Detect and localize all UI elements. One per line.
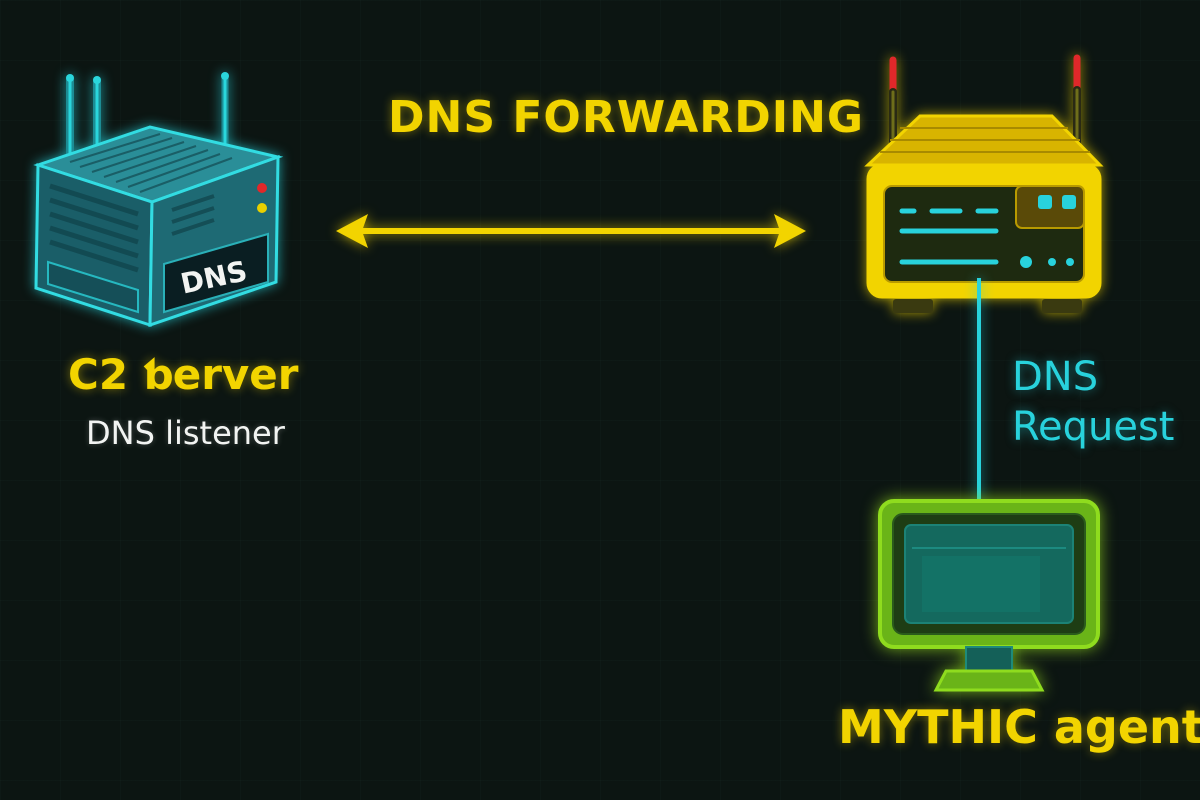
server-front-vents — [49, 183, 139, 273]
request-label: DNS Request — [1012, 352, 1174, 452]
router-led — [1020, 256, 1032, 268]
forwarding-arrow — [336, 214, 806, 248]
server-led-yellow — [257, 203, 267, 213]
request-label-line2: Request — [1012, 404, 1175, 450]
monitor-icon — [878, 499, 1100, 692]
arrowhead-left — [336, 214, 368, 248]
forwarding-label: DNS FORWARDING — [388, 92, 865, 143]
router-foot-right — [1042, 299, 1082, 313]
monitor-base — [933, 669, 1045, 692]
server-led-red — [257, 183, 267, 193]
request-label-line1: DNS — [1012, 354, 1099, 400]
server-badge — [163, 232, 269, 314]
agent-title: MYTHIC agent — [838, 700, 1200, 754]
router-foot-left — [893, 299, 933, 313]
arrowhead-right — [774, 214, 806, 248]
monitor-neck — [965, 646, 1013, 672]
c2-server-title: C2 ƅerver — [68, 350, 299, 399]
router-display-lines — [899, 208, 999, 265]
c2-server-subtitle: DNS listener — [86, 414, 285, 452]
router-icon — [864, 54, 1104, 313]
server-icon: DNS — [33, 72, 284, 328]
server-side-vents — [171, 194, 215, 236]
server-top-grille — [69, 133, 233, 193]
router-top-grille — [880, 127, 1090, 153]
